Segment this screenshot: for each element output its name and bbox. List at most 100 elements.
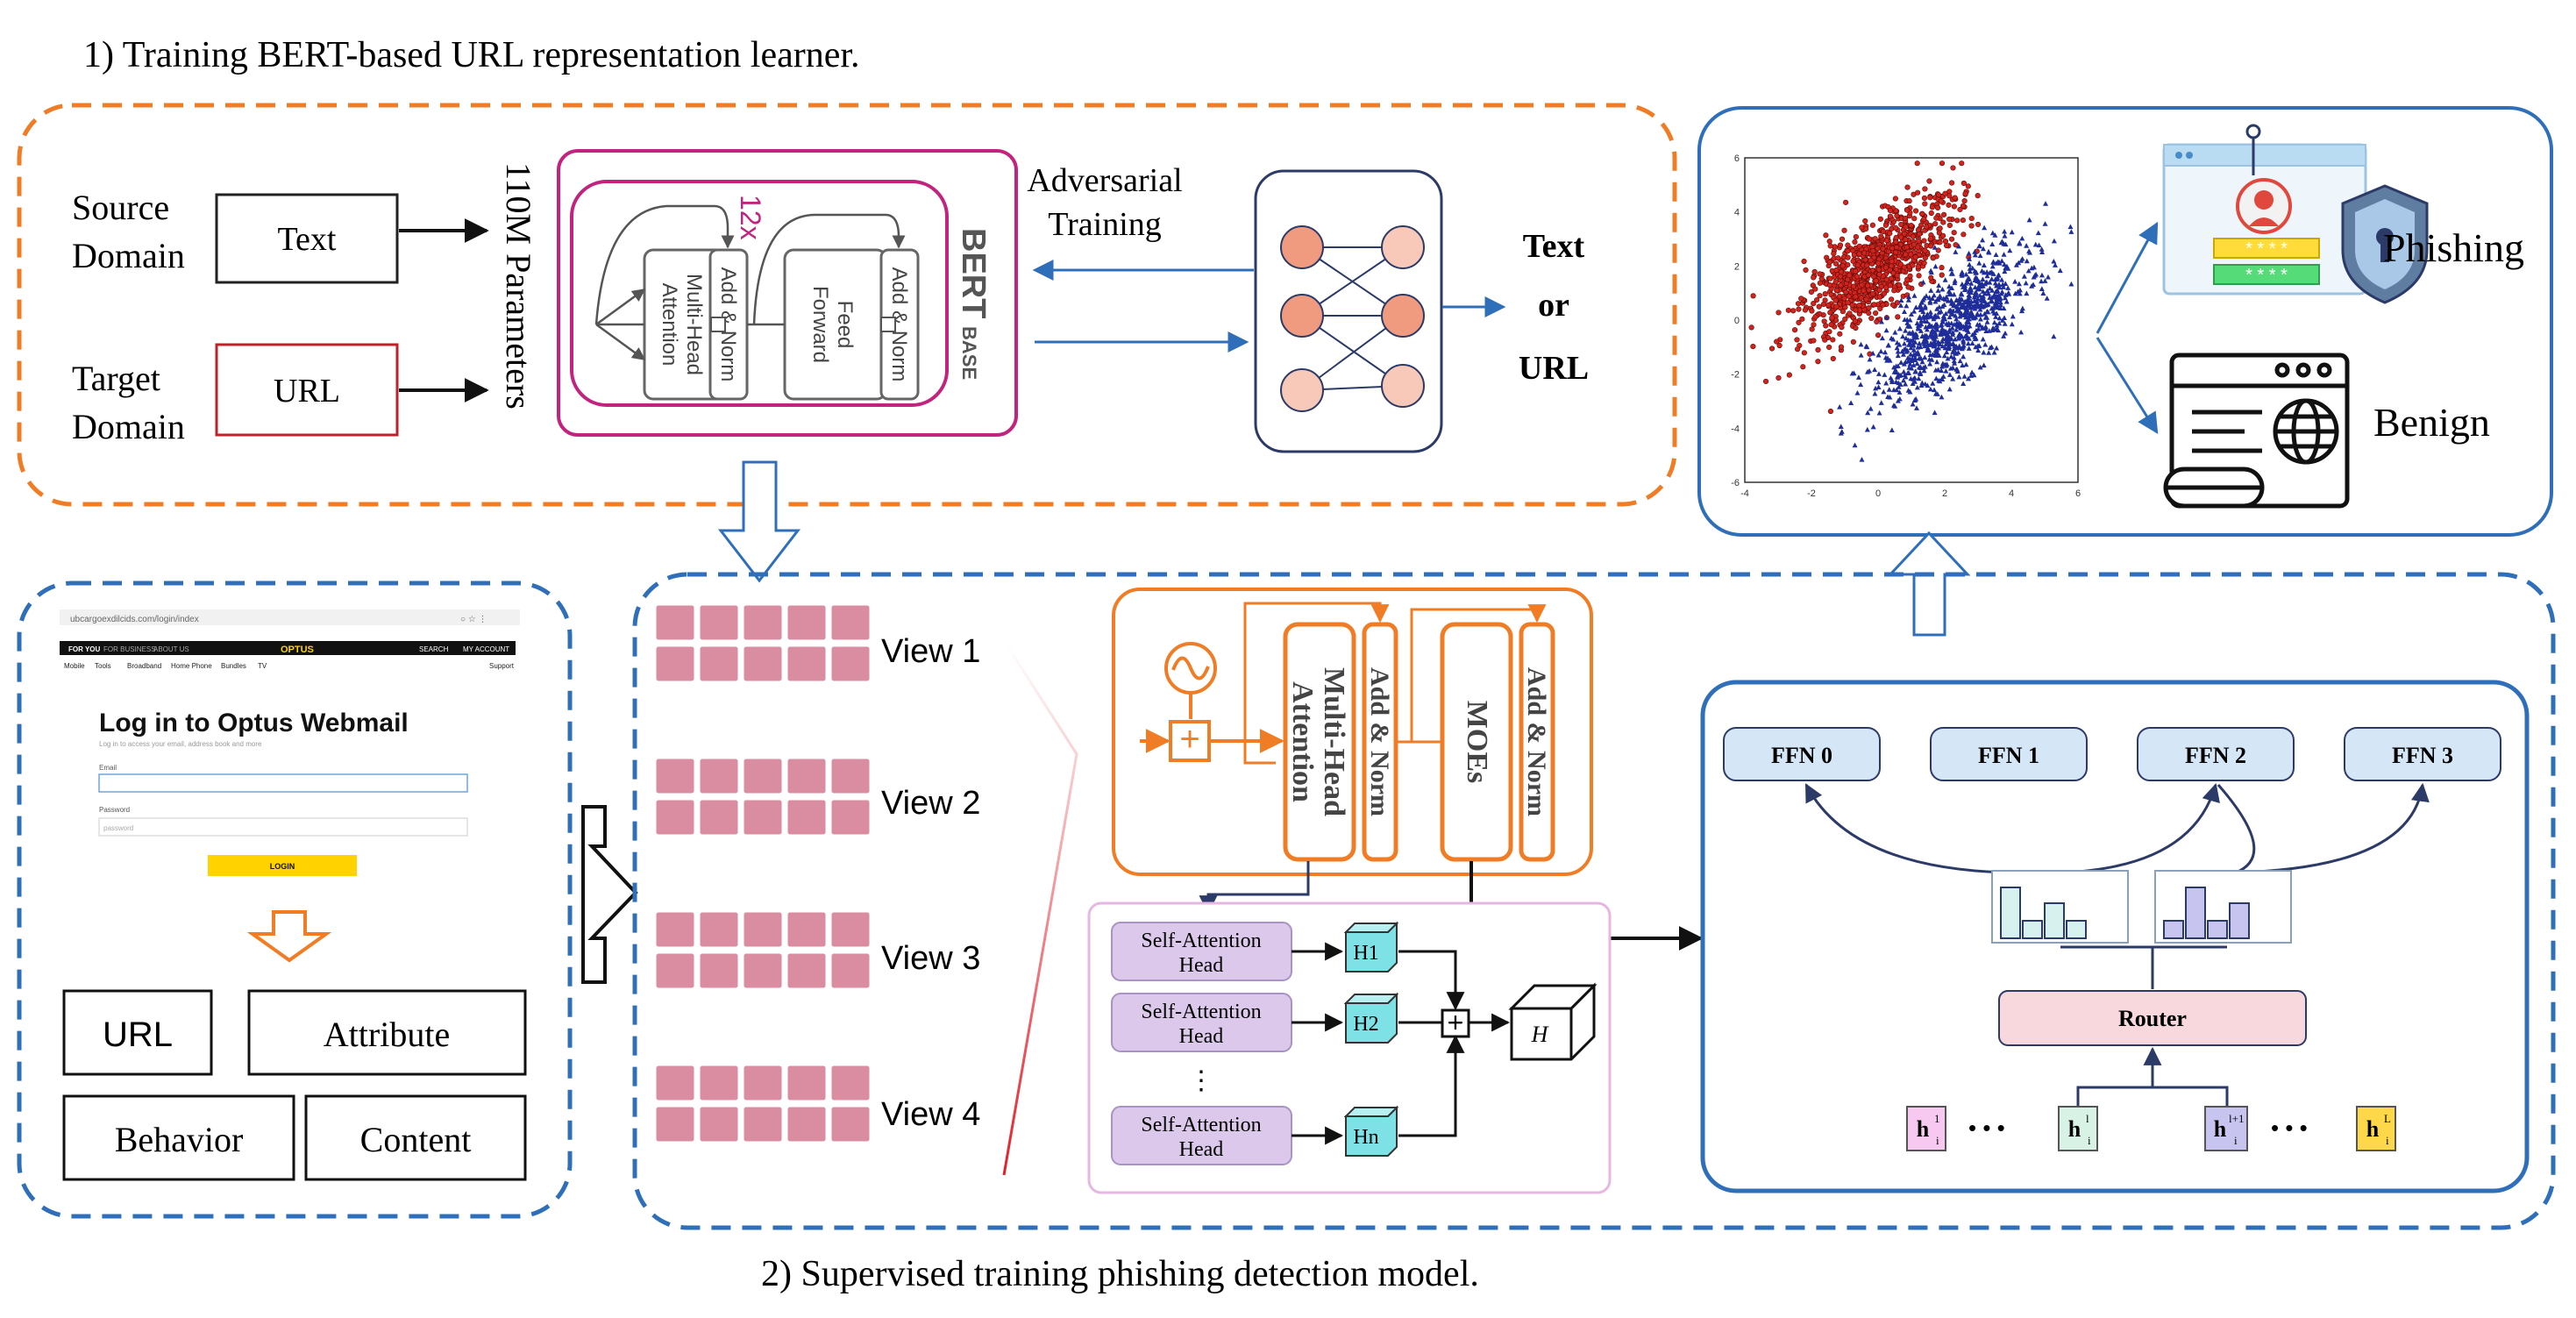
scatter-point-benign <box>1939 327 1945 333</box>
scatter-point-benign <box>1975 321 1981 327</box>
scatter-point-benign <box>1965 329 1971 334</box>
svg-text:LOGIN: LOGIN <box>270 862 295 871</box>
scatter-point-benign <box>1952 278 1958 283</box>
scatter-point-benign <box>1966 297 1972 303</box>
scatter-point-benign <box>1950 376 1956 381</box>
svg-text:L: L <box>2384 1112 2391 1125</box>
scatter-point-benign <box>1921 338 1927 344</box>
hn-cube: Hn <box>1343 1105 1399 1157</box>
scatter-point-benign <box>1931 329 1937 335</box>
scatter-point-phishing <box>1850 258 1856 264</box>
scatter-point-phishing <box>1847 310 1853 317</box>
scatter-point-benign <box>1939 343 1946 349</box>
svg-text:H2: H2 <box>1353 1013 1378 1036</box>
scatter-point-benign <box>1893 363 1899 369</box>
scatter-point-benign <box>1936 377 1942 383</box>
svg-text:H: H <box>1531 1022 1549 1047</box>
scatter-point-benign <box>1981 269 1987 275</box>
scatter-point-phishing <box>1833 287 1840 294</box>
heads-ellipsis: ⋮ <box>1188 1066 1214 1095</box>
scatter-point-benign <box>1951 322 1957 327</box>
token-h1: h i 1 <box>1906 1106 1946 1151</box>
scatter-point-benign <box>1995 273 2001 278</box>
scatter-point-benign <box>1925 345 1931 351</box>
view-bracket <box>1002 644 1078 1176</box>
view-cell <box>786 1106 827 1143</box>
scatter-point-benign <box>1975 296 1981 302</box>
scatter-point-benign <box>1918 371 1924 377</box>
scatter-point-phishing <box>1750 344 1756 350</box>
scatter-point-benign <box>1953 350 1959 356</box>
svg-text:i: i <box>2088 1134 2091 1147</box>
scatter-point-phishing <box>1799 316 1805 322</box>
scatter-point-phishing <box>1887 207 1893 213</box>
stage1-container <box>17 103 1677 507</box>
scatter-point-phishing <box>1914 160 1920 167</box>
scatter-point-benign <box>1981 262 1987 267</box>
scatter-point-benign <box>1946 336 1953 342</box>
scatter-point-benign <box>1964 318 1970 324</box>
scatter-point-benign <box>1956 374 1962 380</box>
scatter-point-benign <box>1906 294 1912 300</box>
scatter-point-phishing <box>1910 233 1917 239</box>
scatter-point-phishing <box>1868 315 1875 322</box>
scatter-point-benign <box>1867 367 1873 374</box>
scatter-point-benign <box>1953 316 1960 322</box>
svg-text:password: password <box>103 824 133 832</box>
scatter-point-phishing <box>1786 372 1792 378</box>
scatter-point-phishing <box>1791 327 1798 333</box>
scatter-point-benign <box>1966 300 1972 306</box>
bert-ff-label: FeedForward <box>808 286 857 363</box>
scatter-point-phishing <box>1785 307 1791 313</box>
scatter-point-phishing <box>1895 314 1901 320</box>
scatter-point-benign <box>1905 337 1911 343</box>
expert-ffn-0: FFN 0 <box>1723 727 1881 781</box>
scatter-point-benign <box>2026 248 2032 253</box>
scatter-point-phishing <box>1903 237 1909 243</box>
scatter-point-benign <box>1932 351 1938 357</box>
scatter-point-phishing <box>1833 267 1839 274</box>
scatter-point-benign <box>1875 379 1882 385</box>
scatter-point-benign <box>1953 297 1960 303</box>
token-hl1: h i l+1 <box>2204 1106 2248 1151</box>
svg-text:Target: Target <box>72 359 160 398</box>
scatter-point-phishing <box>1904 207 1911 213</box>
scatter-point-phishing <box>1936 192 1942 198</box>
scatter-point-benign <box>1892 367 1898 373</box>
scatter-point-phishing <box>1948 180 1955 186</box>
scatter-point-benign <box>1941 353 1947 359</box>
view-cell <box>786 952 827 989</box>
scatter-point-benign <box>1932 410 1938 416</box>
scatter-point-benign <box>2035 230 2041 236</box>
token-dots-2: • • • <box>2271 1115 2308 1141</box>
scatter-point-benign <box>1925 347 1931 353</box>
scatter-point-benign <box>1865 410 1871 416</box>
svg-text:Broadband: Broadband <box>127 662 161 670</box>
scatter-point-benign <box>2067 224 2074 230</box>
scatter-y-tick: 4 <box>1734 208 1740 218</box>
scatter-point-phishing <box>1960 217 1966 224</box>
scatter-point-phishing <box>1790 308 1797 314</box>
svg-text:FOR YOU: FOR YOU <box>68 645 101 653</box>
scatter-point-phishing <box>1858 295 1864 301</box>
scatter-point-benign <box>1987 295 1993 300</box>
view-grids <box>655 604 871 1143</box>
svg-text:Log in to access your email, a: Log in to access your email, address boo… <box>99 740 262 748</box>
scatter-point-phishing <box>1815 346 1821 353</box>
scatter-point-phishing <box>1916 238 1922 245</box>
scatter-point-phishing <box>1827 243 1833 249</box>
scatter-point-phishing <box>1930 255 1936 261</box>
scatter-point-phishing <box>1853 233 1859 240</box>
webpage-brand: OPTUS <box>281 645 314 655</box>
scatter-point-phishing <box>1870 248 1876 254</box>
scatter-point-phishing <box>1922 186 1928 192</box>
scatter-point-phishing <box>1762 378 1769 385</box>
scatter-point-benign <box>2001 252 2007 257</box>
features-down-arrow <box>246 910 332 963</box>
scatter-point-phishing <box>1894 300 1900 306</box>
svg-text:Domain: Domain <box>72 407 185 446</box>
svg-text:i: i <box>2234 1134 2238 1147</box>
scatter-point-benign <box>1997 305 2003 311</box>
bert-plus-2 <box>880 317 896 332</box>
